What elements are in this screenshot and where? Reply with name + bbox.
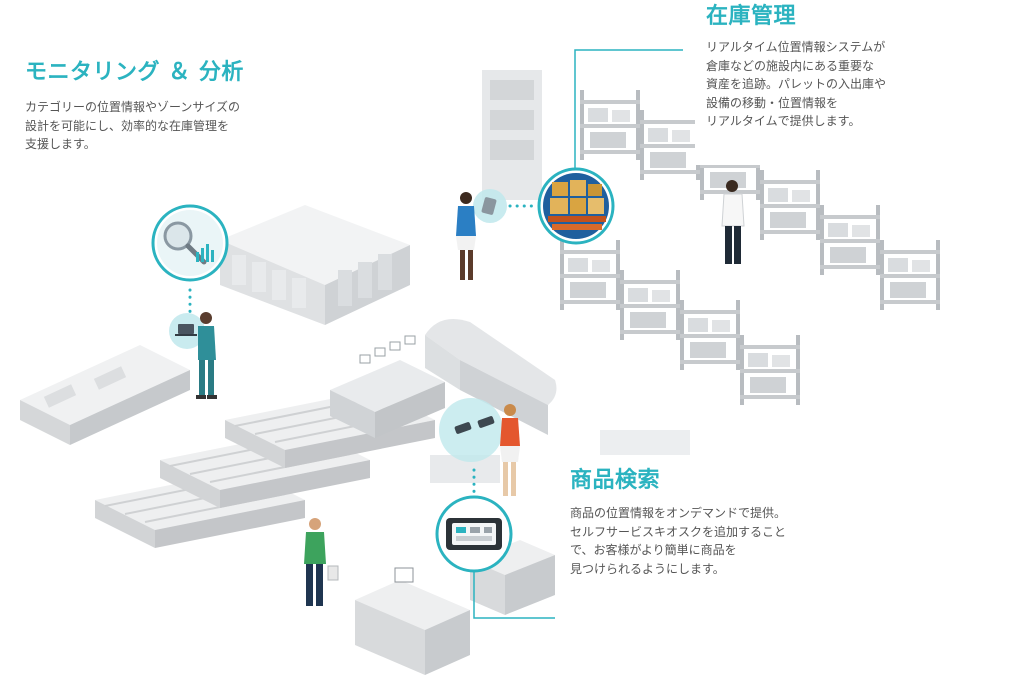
monitoring-description: カテゴリーの位置情報やゾーンサイズの 設計を可能にし、効率的な在庫管理を 支援し… bbox=[25, 98, 240, 154]
monitoring-line-1: カテゴリーの位置情報やゾーンサイズの bbox=[25, 100, 241, 114]
laptop-icon bbox=[169, 313, 205, 349]
product-search-line-4: 見つけられるようにします。 bbox=[570, 561, 725, 576]
inventory-line-4: 設備の移動・位置情報を bbox=[706, 95, 839, 110]
analyst-person bbox=[196, 312, 217, 399]
refrigerator-cases bbox=[220, 205, 410, 325]
checkout-counters bbox=[355, 455, 555, 675]
shopper-woman bbox=[500, 404, 520, 496]
monitoring-line-3: 支援します。 bbox=[25, 137, 96, 151]
monitoring-title: モニタリング ＆ 分析 bbox=[25, 60, 244, 85]
inventory-title: 在庫管理 bbox=[706, 4, 797, 29]
shopper-man bbox=[304, 518, 339, 606]
search-text-panel bbox=[555, 455, 1023, 697]
inventory-line-2: 倉庫などの施設内にある重要な bbox=[706, 58, 875, 73]
inventory-line-3: 資産を追跡。パレットの入出庫や bbox=[706, 77, 887, 91]
inventory-text-panel bbox=[695, 0, 1023, 165]
product-search-title: 商品検索 bbox=[570, 468, 661, 493]
inventory-line-1: リアルタイム位置情報システムが bbox=[706, 40, 886, 54]
connector-lines bbox=[188, 49, 683, 619]
freezer-chest bbox=[20, 345, 190, 445]
kiosk-icon bbox=[435, 495, 513, 573]
bakery-case bbox=[425, 318, 557, 435]
warehouse-worker bbox=[721, 180, 745, 264]
produce-display bbox=[330, 335, 445, 438]
inventory-line-5: リアルタイムで提供します。 bbox=[706, 114, 861, 128]
tablet-icon bbox=[473, 189, 507, 223]
inventory-description: リアルタイム位置情報システムが 倉庫などの施設内にある重要な 資産を追跡。パレッ… bbox=[706, 38, 886, 131]
product-search-line-2: セルフサービスキオスクを追加すること bbox=[570, 524, 787, 539]
product-search-line-3: で、お客様がより簡単に商品を bbox=[570, 543, 737, 557]
staff-person bbox=[456, 192, 476, 280]
pallet-boxes-icon bbox=[537, 167, 615, 245]
product-search-description: 商品の位置情報をオンデマンドで提供。 セルフサービスキオスクを追加すること で、… bbox=[570, 504, 786, 578]
monitoring-line-2: 設計を可能にし、効率的な在庫管理を bbox=[25, 118, 230, 133]
product-search-line-1: 商品の位置情報をオンデマンドで提供。 bbox=[570, 506, 787, 520]
magnifier-chart-icon bbox=[151, 204, 229, 282]
touch-icon bbox=[439, 398, 503, 462]
